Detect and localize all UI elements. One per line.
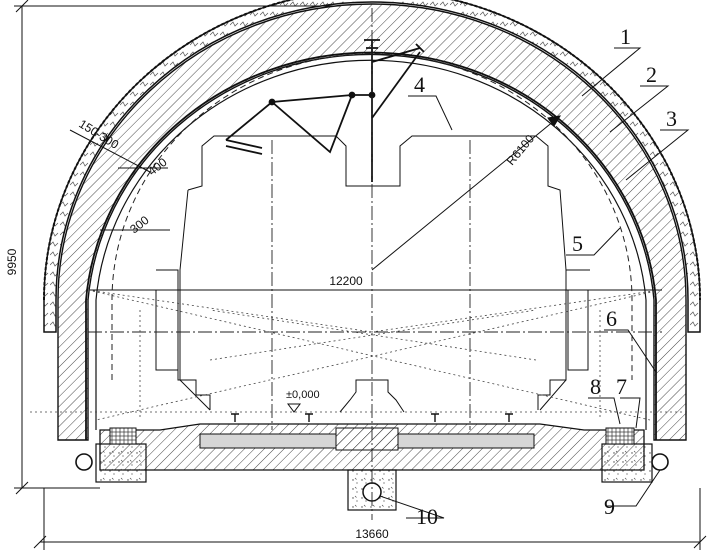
center-drain-channel	[335, 427, 399, 451]
elevation-label: ±0,000	[286, 389, 320, 401]
left-cable-trough	[109, 427, 137, 445]
callout-6: 6	[606, 306, 617, 331]
callout-5: 5	[572, 231, 583, 256]
secondary-lining	[57, 3, 687, 441]
callout-4: 4	[414, 72, 425, 97]
right-equipment-box	[567, 289, 589, 371]
left-step-profile	[156, 269, 211, 410]
construction-lines	[30, 8, 690, 520]
callout-1: 1	[620, 24, 631, 49]
rails	[231, 413, 513, 422]
callout-10: 10	[416, 504, 438, 529]
right-side-drain	[651, 453, 669, 471]
right-step-profile	[537, 269, 590, 410]
clearance-arc-dashed	[111, 53, 633, 380]
callout-8: 8	[590, 374, 601, 399]
elevation-marker	[287, 403, 301, 413]
tunnel-lining	[43, 0, 701, 441]
train-outline	[179, 135, 567, 411]
lining-thickness-label: 400	[145, 155, 170, 179]
track-slab-right	[397, 433, 535, 449]
waterproof-membrane	[85, 51, 657, 440]
width-dimension-label: 13660	[355, 527, 389, 541]
dimension-lines	[14, 0, 707, 550]
right-foundation	[601, 443, 653, 483]
radius-label: R6100	[504, 132, 538, 168]
vehicle-gauge	[155, 135, 590, 413]
track-slab-left	[199, 433, 337, 449]
clearance-thickness-label: 300	[127, 213, 152, 237]
right-cable-trough	[605, 427, 635, 445]
left-side-drain	[75, 453, 93, 471]
callout-2: 2	[646, 62, 657, 87]
lining-inner-face	[95, 59, 647, 430]
callout-7: 7	[616, 374, 627, 399]
center-platform	[339, 379, 405, 413]
height-dimension-label: 9950	[5, 248, 19, 275]
callout-leaders	[379, 47, 690, 519]
span-dimension-label: 12200	[329, 274, 363, 288]
callout-3: 3	[666, 106, 677, 131]
callout-9: 9	[604, 494, 615, 519]
left-foundation	[95, 443, 147, 483]
left-equipment-box	[155, 289, 179, 371]
